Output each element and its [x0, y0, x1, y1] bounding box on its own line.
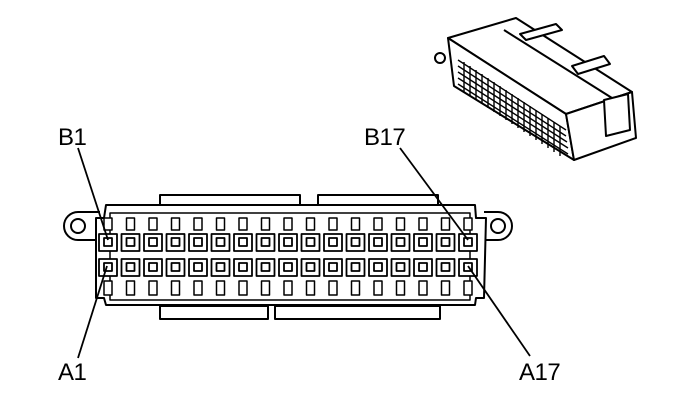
pin-contact-a14 — [395, 262, 406, 272]
pin-contact-b15 — [418, 237, 428, 247]
bottom-slot — [328, 280, 338, 296]
top-slot — [148, 217, 158, 231]
top-slot — [463, 217, 473, 231]
pin-contact-b2 — [125, 237, 136, 247]
bottom-slot — [170, 280, 181, 296]
top-slot — [418, 217, 428, 231]
pin-contact-b3 — [148, 237, 158, 247]
pin-contact-b9 — [283, 237, 293, 247]
pin-contact-a4 — [170, 262, 181, 272]
bottom-slot — [283, 280, 293, 296]
bottom-slot — [350, 280, 361, 296]
top-slot — [103, 217, 113, 231]
bottom-slot — [238, 280, 248, 296]
top-slot — [170, 217, 181, 231]
leader-b1 — [77, 147, 109, 241]
bottom-slot-row — [103, 280, 473, 296]
pin-contact-a1 — [103, 262, 113, 272]
pin-row-b — [98, 233, 478, 252]
bottom-rib-right — [274, 305, 441, 320]
top-slot — [373, 217, 383, 231]
pin-contact-b13 — [373, 237, 383, 247]
label-b1: B1 — [58, 124, 87, 151]
top-slot — [305, 217, 316, 231]
label-a17: A17 — [519, 359, 560, 386]
leader-lines — [77, 147, 531, 359]
bottom-slot — [418, 280, 428, 296]
bottom-slot — [193, 280, 203, 296]
top-slot — [193, 217, 203, 231]
pin-contact-b11 — [328, 237, 338, 247]
pin-contact-a11 — [328, 262, 338, 272]
bottom-slot — [125, 280, 136, 296]
top-slot — [395, 217, 406, 231]
bottom-slot — [373, 280, 383, 296]
pin-contact-b12 — [350, 237, 361, 247]
bottom-slot — [440, 280, 451, 296]
bottom-slot — [305, 280, 316, 296]
top-slot — [125, 217, 136, 231]
top-slot — [260, 217, 271, 231]
pin-contact-b17 — [463, 237, 473, 247]
isometric-pin-grid — [457, 59, 569, 156]
leader-a17 — [467, 265, 531, 357]
label-a1: A1 — [58, 359, 87, 386]
top-slot — [350, 217, 361, 231]
pin-contact-b14 — [395, 237, 406, 247]
bottom-rib-left — [159, 305, 269, 320]
bottom-slot — [260, 280, 271, 296]
pin-contact-a7 — [238, 262, 248, 272]
bottom-slot — [463, 280, 473, 296]
leader-b17 — [399, 147, 469, 241]
pin-contact-a9 — [283, 262, 293, 272]
top-slot — [328, 217, 338, 231]
top-slot-row — [103, 217, 473, 231]
pin-contact-a5 — [193, 262, 203, 272]
top-slot — [238, 217, 248, 231]
bottom-slot — [103, 280, 113, 296]
pin-contact-b4 — [170, 237, 181, 247]
bottom-slot — [148, 280, 158, 296]
bottom-slot — [395, 280, 406, 296]
bottom-slot — [215, 280, 226, 296]
pin-contact-b8 — [260, 237, 271, 247]
pin-contact-a8 — [260, 262, 271, 272]
pin-contact-b7 — [238, 237, 248, 247]
pin-row-a — [98, 258, 478, 277]
connector-face-view — [63, 194, 513, 320]
top-slot — [440, 217, 451, 231]
connector-isometric-view — [434, 17, 637, 161]
leader-a1 — [77, 265, 108, 359]
pin-contact-b10 — [305, 237, 316, 247]
pin-contact-a3 — [148, 262, 158, 272]
pin-contact-a12 — [350, 262, 361, 272]
pin-contact-b16 — [440, 237, 451, 247]
pin-contact-a6 — [215, 262, 226, 272]
top-slot — [215, 217, 226, 231]
pin-contact-a2 — [125, 262, 136, 272]
pin-contact-b5 — [193, 237, 203, 247]
label-b17: B17 — [364, 124, 405, 151]
pin-contact-a13 — [373, 262, 383, 272]
top-slot — [283, 217, 293, 231]
pin-contact-b6 — [215, 237, 226, 247]
pin-contact-a16 — [440, 262, 451, 272]
pin-contact-a15 — [418, 262, 428, 272]
pin-contact-a10 — [305, 262, 316, 272]
